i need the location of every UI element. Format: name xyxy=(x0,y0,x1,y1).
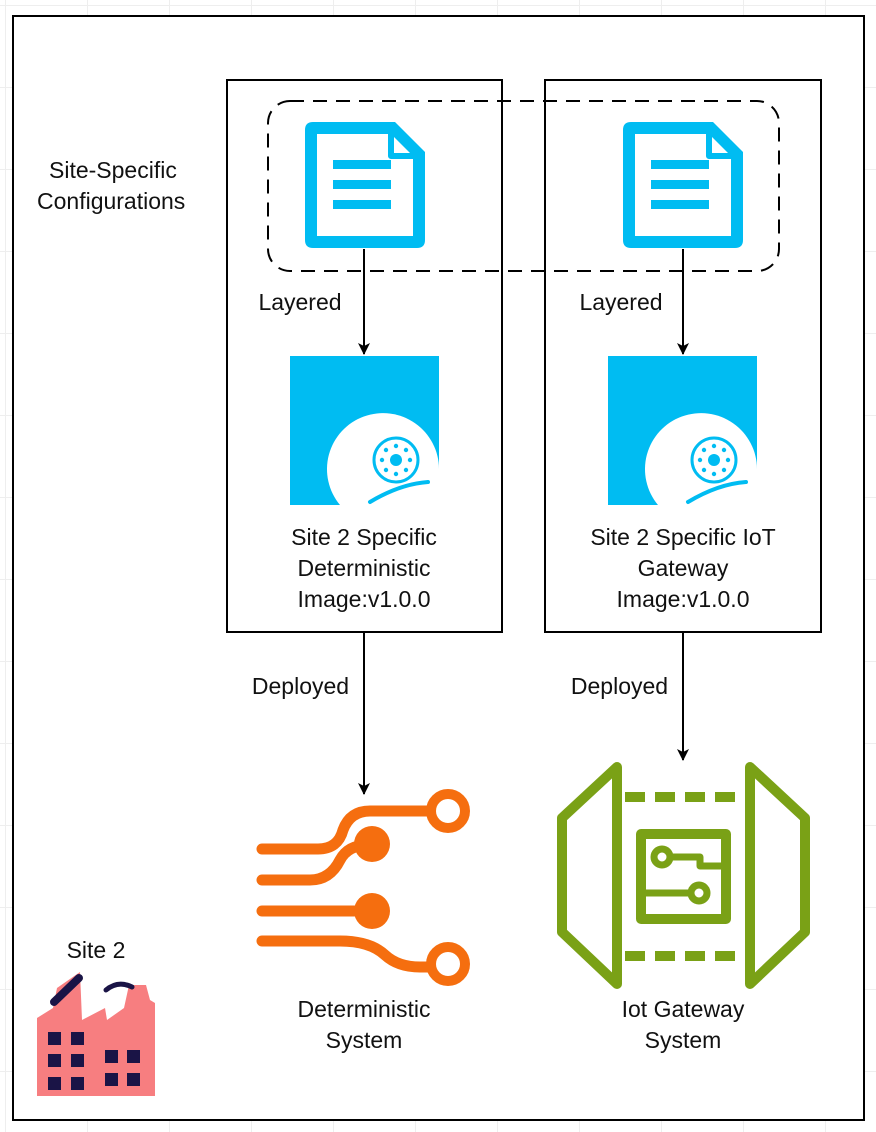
deployed-label-right: Deployed xyxy=(570,673,669,699)
label-line: Iot Gateway xyxy=(621,996,745,1022)
layered-label-left: Layered xyxy=(258,289,342,315)
label-line: System xyxy=(644,1027,722,1053)
document-icon[interactable] xyxy=(305,122,425,248)
layered-label-right: Layered xyxy=(579,289,663,315)
document-icon[interactable] xyxy=(623,122,743,248)
disk-image-icon[interactable] xyxy=(290,356,439,505)
deterministic-image-label: Site 2 Specific Deterministic Image:v1.0… xyxy=(236,522,492,615)
label-line: Image:v1.0.0 xyxy=(616,586,750,612)
disk-image-icon[interactable] xyxy=(608,356,757,505)
site-specific-configurations-label: Site-Specific Configurations xyxy=(37,155,222,217)
deterministic-system-label: Deterministic System xyxy=(264,994,464,1056)
label-line: Site-Specific xyxy=(49,157,177,183)
factory-icon[interactable] xyxy=(37,972,155,1096)
circuit-traces-icon[interactable] xyxy=(256,789,470,986)
label-line: Configurations xyxy=(37,188,186,214)
deployed-label-left: Deployed xyxy=(251,673,350,699)
label-line: Site 2 Specific IoT xyxy=(590,524,776,550)
label-line: Image:v1.0.0 xyxy=(297,586,431,612)
label-line: System xyxy=(325,1027,403,1053)
iot-gateway-image-label: Site 2 Specific IoT Gateway Image:v1.0.0 xyxy=(554,522,812,615)
label-line: Deterministic xyxy=(297,996,431,1022)
site-label: Site 2 xyxy=(66,937,126,963)
label-line: Site 2 Specific xyxy=(291,524,437,550)
label-line: Gateway xyxy=(637,555,729,581)
iot-gateway-icon[interactable] xyxy=(557,762,810,989)
iot-gateway-system-label: Iot Gateway System xyxy=(583,994,783,1056)
site-config-group[interactable] xyxy=(267,100,780,272)
label-line: Deterministic xyxy=(297,555,431,581)
